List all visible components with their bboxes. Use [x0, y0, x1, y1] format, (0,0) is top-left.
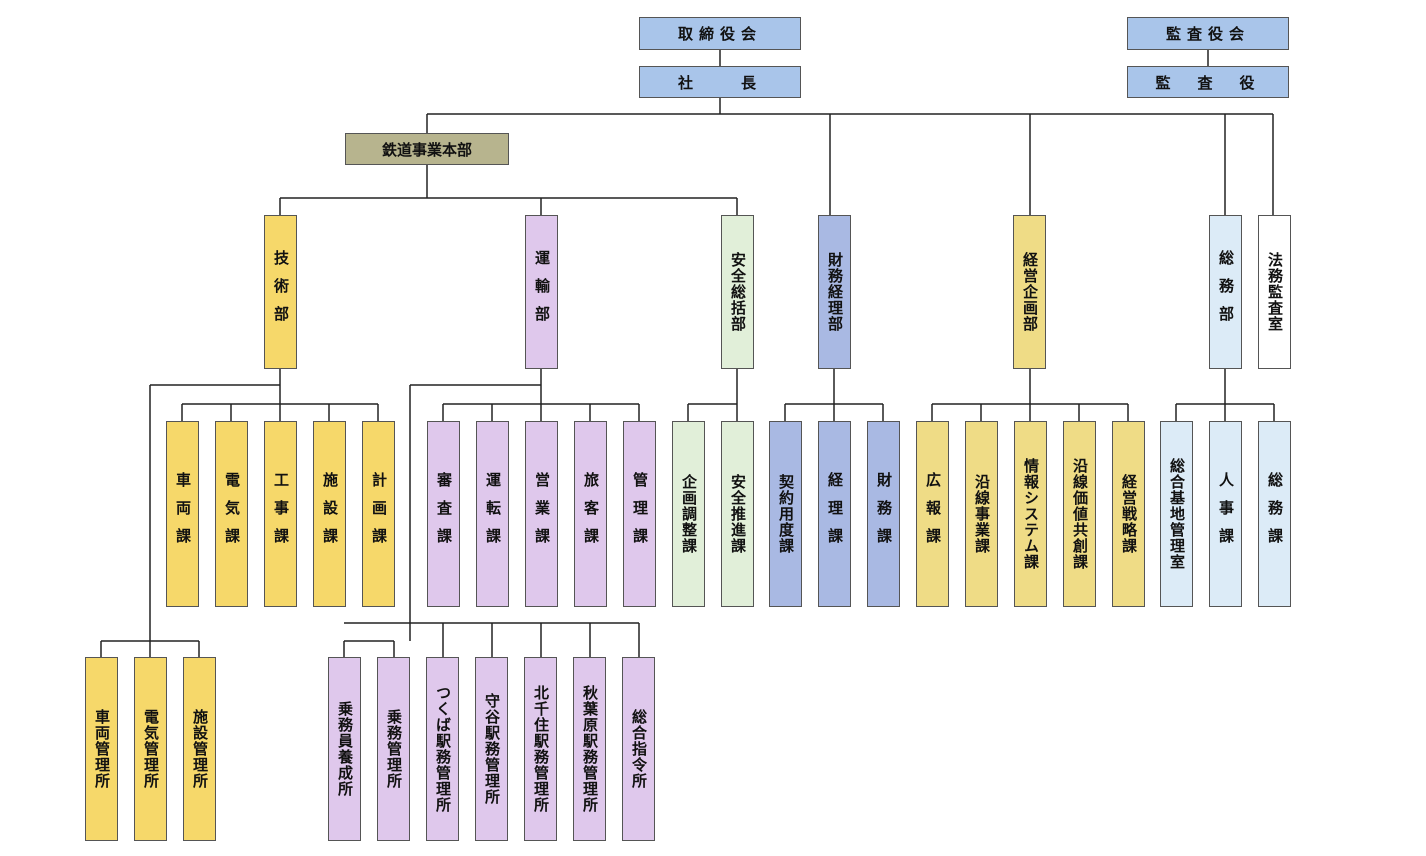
- section-box: 工事課: [264, 421, 297, 607]
- president-box: 社 長: [639, 66, 801, 98]
- section-box: 財務課: [867, 421, 900, 607]
- section-box: 企画調整課: [672, 421, 705, 607]
- section-box: 安全推進課: [721, 421, 754, 607]
- section-box: 人事課: [1209, 421, 1242, 607]
- section-box: 広報課: [916, 421, 949, 607]
- office-box: 総合指令所: [622, 657, 655, 841]
- board-of-directors-box: 取締役会: [639, 17, 801, 50]
- section-box: 総務課: [1258, 421, 1291, 607]
- section-box: 計画課: [362, 421, 395, 607]
- office-box: つくば駅務管理所: [426, 657, 459, 841]
- audit-board-box: 監査役会: [1127, 17, 1289, 50]
- section-box: 運転課: [476, 421, 509, 607]
- office-box: 北千住駅務管理所: [524, 657, 557, 841]
- safety-dept-box: 安全総括部: [721, 215, 754, 369]
- section-box: 経理課: [818, 421, 851, 607]
- section-box: 総合基地管理室: [1160, 421, 1193, 607]
- planning-dept-box: 経営企画部: [1013, 215, 1046, 369]
- railway-hq-box: 鉄道事業本部: [345, 133, 509, 165]
- section-box: 沿線事業課: [965, 421, 998, 607]
- section-box: 電気課: [215, 421, 248, 607]
- office-box: 乗務管理所: [377, 657, 410, 841]
- auditor-box: 監 査 役: [1127, 66, 1289, 98]
- engineering-dept-box: 技術部: [264, 215, 297, 369]
- section-box: 契約用度課: [769, 421, 802, 607]
- section-box: 情報システム課: [1014, 421, 1047, 607]
- section-box: 審査課: [427, 421, 460, 607]
- office-box: 電気管理所: [134, 657, 167, 841]
- office-box: 守谷駅務管理所: [475, 657, 508, 841]
- section-box: 車両課: [166, 421, 199, 607]
- office-box: 秋葉原駅務管理所: [573, 657, 606, 841]
- office-box: 施設管理所: [183, 657, 216, 841]
- section-box: 施設課: [313, 421, 346, 607]
- general-affairs-dept-box: 総務部: [1209, 215, 1242, 369]
- section-box: 管理課: [623, 421, 656, 607]
- legal-audit-office-box: 法務監査室: [1258, 215, 1291, 369]
- office-box: 車両管理所: [85, 657, 118, 841]
- finance-dept-box: 財務経理部: [818, 215, 851, 369]
- section-box: 経営戦略課: [1112, 421, 1145, 607]
- section-box: 営業課: [525, 421, 558, 607]
- operations-dept-box: 運輸部: [525, 215, 558, 369]
- section-box: 旅客課: [574, 421, 607, 607]
- section-box: 沿線価値共創課: [1063, 421, 1096, 607]
- office-box: 乗務員養成所: [328, 657, 361, 841]
